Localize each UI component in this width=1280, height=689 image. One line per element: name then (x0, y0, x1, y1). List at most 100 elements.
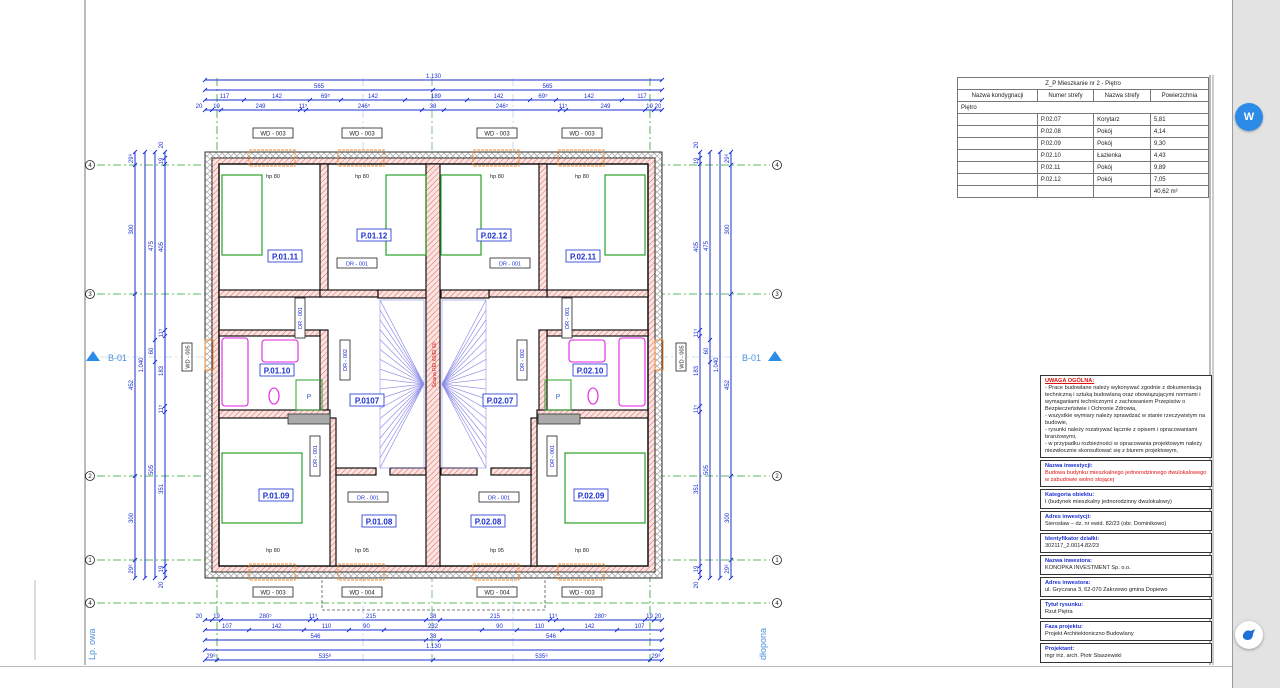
staircase (441, 299, 487, 469)
dimension-label: 19 (646, 104, 653, 110)
interior-wall (488, 289, 548, 298)
field-label: Kategoria obiektu: (1045, 491, 1095, 498)
stair-tread (379, 383, 425, 390)
stair-tread (379, 319, 425, 385)
door-tag (347, 491, 389, 503)
title-block-field: Faza projektu:Projekt Architektoniczno B… (1040, 620, 1212, 641)
window-opening (204, 339, 214, 371)
col-header: Powierzchnia (1149, 89, 1210, 102)
dimension-label: 565 (314, 84, 325, 90)
dimension-label: 11⁵ (299, 103, 308, 110)
dimension-label: 142 (584, 94, 595, 100)
stair-tread (441, 383, 487, 410)
window-opening (248, 149, 296, 167)
dimension-label: 249 (600, 104, 611, 110)
dimension-label: 546 (546, 634, 557, 640)
dimension-tick (697, 327, 703, 333)
dimension-label: 1.130 (426, 644, 442, 650)
bed-icon (221, 174, 263, 256)
title-block-field: Tytuł rysunku:Rzut Piętra (1040, 598, 1212, 619)
dimension-tick (402, 97, 408, 103)
level-name: Piętro (957, 101, 1209, 114)
dimension-tick (728, 149, 734, 155)
window-tag (252, 586, 294, 598)
room-area-table: Z_P Mieszkanie nr 2 - Piętro Nazwa kondy… (957, 77, 1210, 198)
door-tag-label: DR - 001 (550, 445, 556, 467)
room-tag (258, 488, 294, 502)
dimension-tick (202, 77, 208, 83)
dimension-label: 60 (704, 347, 710, 354)
dimension-tick (338, 97, 344, 103)
dimension-tick (642, 617, 648, 623)
axis-marker (85, 160, 95, 170)
dimension-label: 19 (694, 565, 700, 572)
zone-number: P.02.12 (1036, 173, 1095, 186)
dimension-tick (202, 637, 208, 643)
room-tag (349, 393, 385, 407)
dimension-label: 69⁵ (538, 93, 548, 100)
total-area: 40,62 m² (1149, 185, 1210, 198)
stair-tread (441, 358, 487, 385)
window-opening (337, 149, 385, 167)
sill-height-label: hp 95 (490, 548, 504, 554)
empty-cell (957, 125, 1038, 138)
stair-tread (379, 378, 425, 385)
dimension-label: 546 (310, 634, 321, 640)
dimension-label: 351 (694, 483, 700, 494)
warning-item: - wszystkie wymiary należy sprawdzać w s… (1045, 412, 1206, 426)
door-tag (309, 435, 321, 477)
window-tag-label: WD - 003 (260, 132, 286, 138)
door-tag-label: DR - 001 (313, 445, 319, 467)
dimension-tick (152, 575, 158, 581)
field-value: Rzut Piętra (1045, 608, 1073, 615)
door-tag-label: DR - 001 (357, 496, 379, 502)
dimension-tick (559, 627, 565, 633)
dimension-label: 20 (655, 104, 662, 110)
copilot-button[interactable] (1235, 621, 1263, 649)
sill-height-label: hp 80 (266, 174, 280, 180)
zone-name: Łazienka (1093, 149, 1151, 162)
stair-tread (379, 329, 425, 385)
dimension-tick (202, 657, 208, 663)
stair-tread (441, 383, 487, 439)
dimension-tick (162, 333, 168, 339)
window-opening (557, 563, 605, 581)
dimension-tick (152, 149, 158, 155)
dimension-tick (659, 87, 665, 93)
dimension-label: 535⁸ (319, 653, 332, 660)
window-tag-label: WD - 003 (349, 132, 375, 138)
dimension-tick (728, 557, 734, 563)
dimension-tick (697, 149, 703, 155)
dimension-label: 215 (490, 614, 501, 620)
sill-height-label: hp 80 (575, 548, 589, 554)
stair-tread (379, 383, 425, 410)
window-tag-label: WD - 003 (260, 591, 286, 597)
dimension-label: 300 (129, 224, 135, 235)
field-value: Sierosław – dz. nr ewid. 82/23 (obr. Dom… (1045, 520, 1167, 527)
stair-tread (441, 309, 487, 385)
dimension-label: 11⁵ (158, 404, 165, 413)
dimension-label: 452 (725, 379, 731, 390)
dimension-tick (697, 403, 703, 409)
dimension-label: 246⁵ (358, 103, 371, 110)
field-value: 302117_2.0014.82/23 (1045, 542, 1100, 549)
viewer-side-panel (1232, 0, 1280, 688)
room-tag (476, 228, 512, 242)
col-header: Nazwa strefy (1093, 89, 1151, 102)
window-opening (557, 149, 605, 167)
dimension-label: 183 (694, 365, 700, 376)
window-tag (476, 127, 518, 139)
dimension-tick (430, 87, 436, 93)
convert-to-word-button[interactable]: W (1235, 103, 1263, 131)
dimension-tick (651, 617, 657, 623)
window-tag (476, 586, 518, 598)
interior-wall (218, 289, 321, 298)
zone-name: Pokój (1093, 173, 1151, 186)
party-wall (425, 163, 441, 567)
interior-wall (319, 289, 379, 298)
interior-wall (329, 417, 337, 567)
dimension-tick (707, 337, 713, 343)
dimension-label: 300 (129, 512, 135, 523)
